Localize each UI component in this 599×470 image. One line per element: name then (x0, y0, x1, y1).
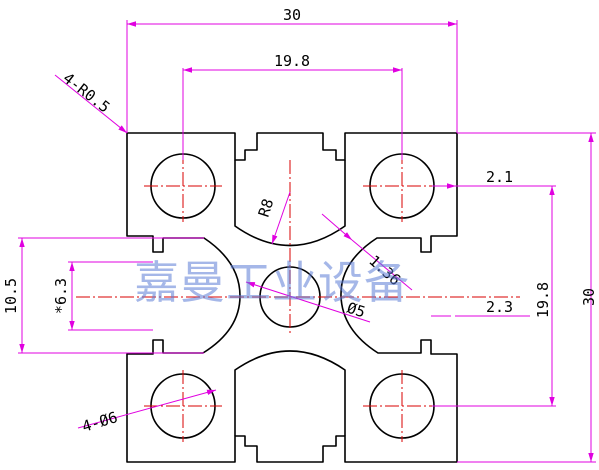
dim-label-hole-pitch-vertical: 19.8 (534, 282, 552, 318)
dim-left-side: 10.5 *6.3 (2, 237, 204, 354)
dim-label-overall-width: 30 (283, 6, 301, 24)
bottom-groove (234, 350, 346, 436)
dim-center-hole: Ø5 (245, 281, 371, 323)
top-groove (234, 160, 346, 247)
dim-right-side: 2.1 2.3 19.8 30 (431, 132, 598, 463)
dim-label-corner-radius: 4-R0.5 (60, 69, 114, 117)
dim-label-slot-inner: *6.3 (52, 278, 70, 314)
dim-groove-radius: R8 (255, 191, 291, 245)
dim-hole-pitch-horizontal: 19.8 (182, 52, 403, 160)
center-lines (76, 150, 520, 442)
dim-label-groove-radius: R8 (255, 196, 278, 219)
dim-corner-radius: 4-R0.5 (54, 69, 128, 134)
dim-label-center-hole: Ø5 (345, 299, 368, 322)
dim-label-overall-height: 30 (580, 288, 598, 306)
dim-label-corner-holes: 4-Ø6 (80, 408, 120, 436)
dim-label-hole-pitch-horizontal: 19.8 (274, 52, 310, 70)
dim-label-slot-depth-top: 2.1 (486, 168, 513, 186)
dim-label-slot-depth-mid: 2.3 (486, 298, 513, 316)
dim-overall-width: 30 (126, 6, 458, 133)
dim-corner-holes: 4-Ø6 (77, 389, 217, 436)
watermark-text: 嘉曼工业设备 (134, 256, 410, 309)
dim-label-slot-opening: 10.5 (2, 278, 20, 314)
